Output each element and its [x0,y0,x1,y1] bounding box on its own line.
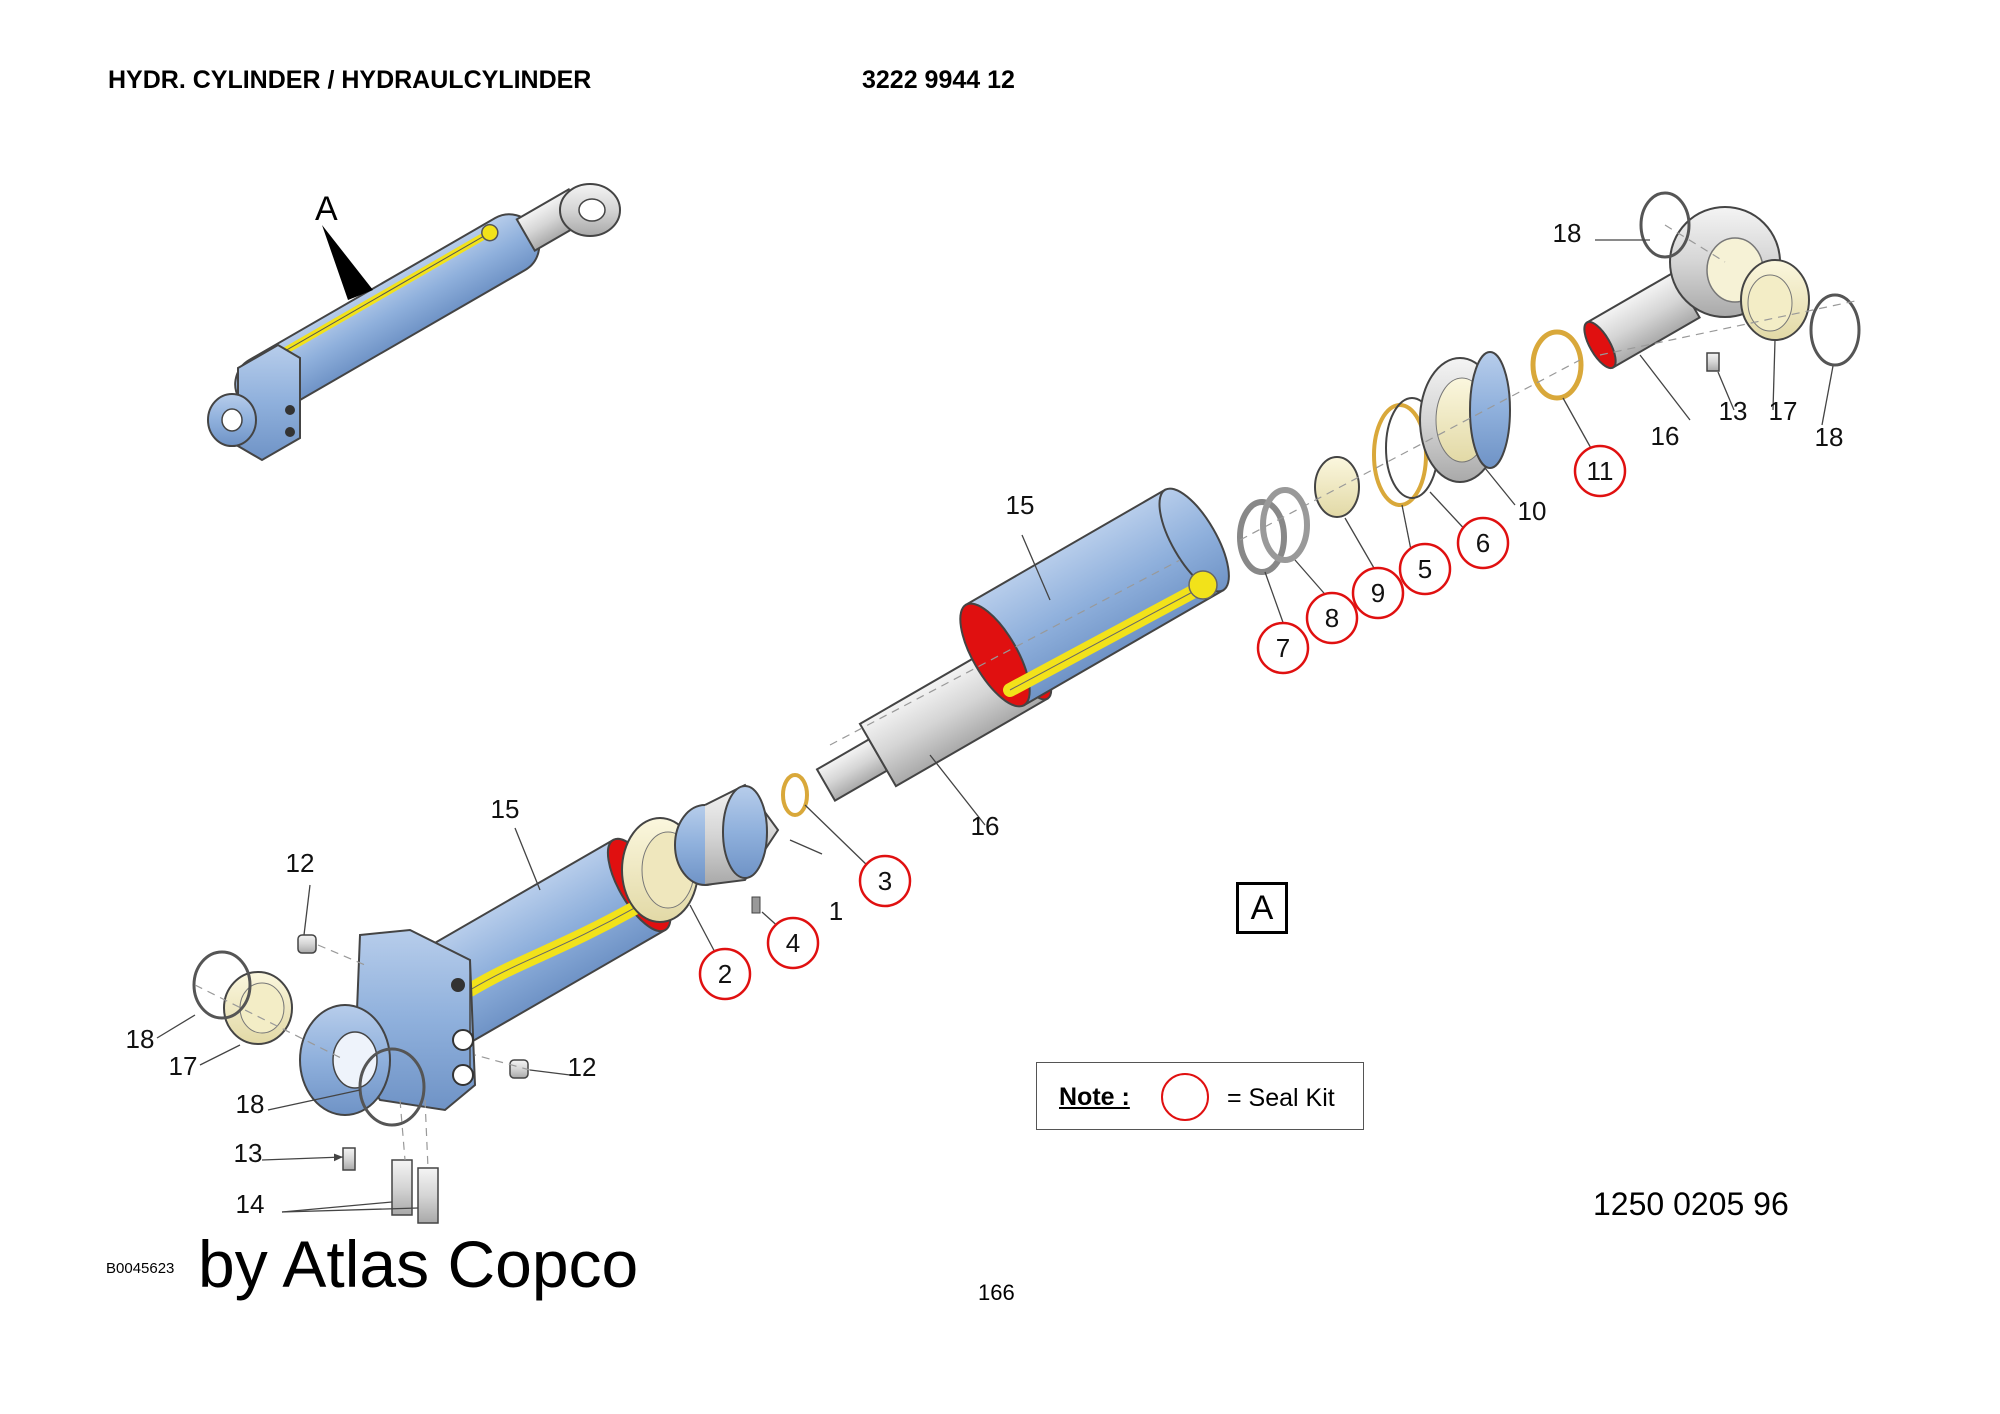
callout-c8: 8 [1305,591,1359,645]
callout-c11: 11 [1573,444,1627,498]
nipple-13-left [342,1147,356,1171]
callout-label: 11 [1587,456,1614,486]
overview-rod-eye [559,183,621,237]
ring-9 [1314,456,1360,518]
callout-c16b: 16 [1651,421,1680,451]
callout-label: 6 [1476,528,1490,558]
seal-7 [1237,499,1287,575]
callout-c4: 4 [766,916,820,970]
circlip-18-left [192,950,252,1020]
circlip-18-center [358,1047,426,1127]
seal-kit-circle-icon [698,947,752,1001]
document-number: 1250 0205 96 [1593,1186,1789,1222]
callout-label: 18 [126,1024,155,1054]
nipple-13-right [1706,352,1720,372]
callout-c18b: 18 [236,1089,265,1119]
seal-kit-circle-icon [766,916,820,970]
callout-label: 7 [1276,633,1290,663]
seal-kit-circle-icon [1351,566,1405,620]
seal-kit-legend: Note : = Seal Kit [1036,1062,1364,1130]
callout-label: 15 [491,794,520,824]
oring-11 [1530,329,1584,401]
part-number: 3222 9944 12 [862,66,1015,94]
callout-label: 18 [1815,422,1844,452]
bushing-17-right [1740,259,1810,341]
centerlines [194,224,1861,1169]
callout-c15a: 15 [1006,490,1035,520]
callout-c15b: 15 [491,794,520,824]
seal-kit-circle-icon [1573,444,1627,498]
callout-c3: 3 [858,854,912,908]
circlips-18-right [1639,191,1861,367]
seal-kit-circle-icon [1256,621,1310,675]
callout-label: 18 [1553,218,1582,248]
callout-label: 9 [1371,578,1385,608]
callout-label: 2 [718,959,732,989]
callout-label: 5 [1418,554,1432,584]
overview-cylinder [207,183,621,462]
adapters-14 [391,1159,439,1224]
overview-base-block [207,343,301,462]
callout-label: 16 [971,811,1000,841]
note-text: = Seal Kit [1227,1084,1335,1112]
callout-c18c: 18 [1553,218,1582,248]
callout-c9: 9 [1351,566,1405,620]
callout-label: 1 [829,896,843,926]
diagram-title: HYDR. CYLINDER / HYDRAULCYLINDER [108,66,592,94]
setscrew-4 [751,896,761,914]
callout-c10: 10 [1518,496,1547,526]
callout-label: 8 [1325,603,1339,633]
page-number: 166 [978,1280,1015,1305]
image-id: B0045623 [106,1260,175,1277]
callout-label: 13 [234,1138,263,1168]
callout-c17b: 17 [1769,396,1798,426]
callout-label: 10 [1518,496,1547,526]
callout-c17a: 17 [169,1051,198,1081]
callout-label: 13 [1719,396,1748,426]
callout-label: 15 [1006,490,1035,520]
oring-3 [781,773,809,817]
callout-label: 12 [286,848,315,878]
oring-5 [1372,403,1428,507]
callout-c12a: 12 [286,848,315,878]
callout-label: 17 [1769,396,1798,426]
callout-label: 3 [878,866,892,896]
callout-c12b: 12 [568,1052,597,1082]
callout-c5: 5 [1398,542,1452,596]
seal-kit-circle-icon [1398,542,1452,596]
view-a-arrow-icon [322,225,373,300]
callout-label: 18 [236,1089,265,1119]
seal-kit-circle-icon [858,854,912,908]
seal-kit-circle-icon [1305,591,1359,645]
note-label: Note : [1059,1083,1130,1111]
callout-c18a: 18 [126,1024,155,1054]
callout-c13a: 13 [234,1138,263,1168]
callout-c13b: 13 [1719,396,1748,426]
callout-c16a: 16 [971,811,1000,841]
watermark: by Atlas Copco [198,1227,639,1301]
seal-8 [1260,487,1310,563]
callout-c6: 6 [1456,516,1510,570]
seal-kit-circle-icon [1161,1073,1209,1121]
callout-c2: 2 [698,947,752,1001]
callout-label: 17 [169,1051,198,1081]
barrel-upper [959,487,1230,708]
callout-label: 14 [236,1189,265,1219]
callout-c14: 14 [236,1189,265,1219]
view-a-box: A [1236,882,1288,934]
callout-label: 4 [786,928,800,958]
callout-c18d: 18 [1815,422,1844,452]
callout-labels: 1234567891011121213131415151616171718181… [126,190,1844,1219]
callout-c1: 1 [829,896,843,926]
callout-label: 12 [568,1052,597,1082]
seal-kit-circle-icon [1456,516,1510,570]
callout-label: 16 [1651,421,1680,451]
bushing-17-left [223,971,293,1045]
callout-c7: 7 [1256,621,1310,675]
leader-lines [156,239,1834,1213]
gland-10 [1419,351,1511,483]
view-a-arrow-label: A [315,190,338,228]
piston-1 [674,783,780,886]
